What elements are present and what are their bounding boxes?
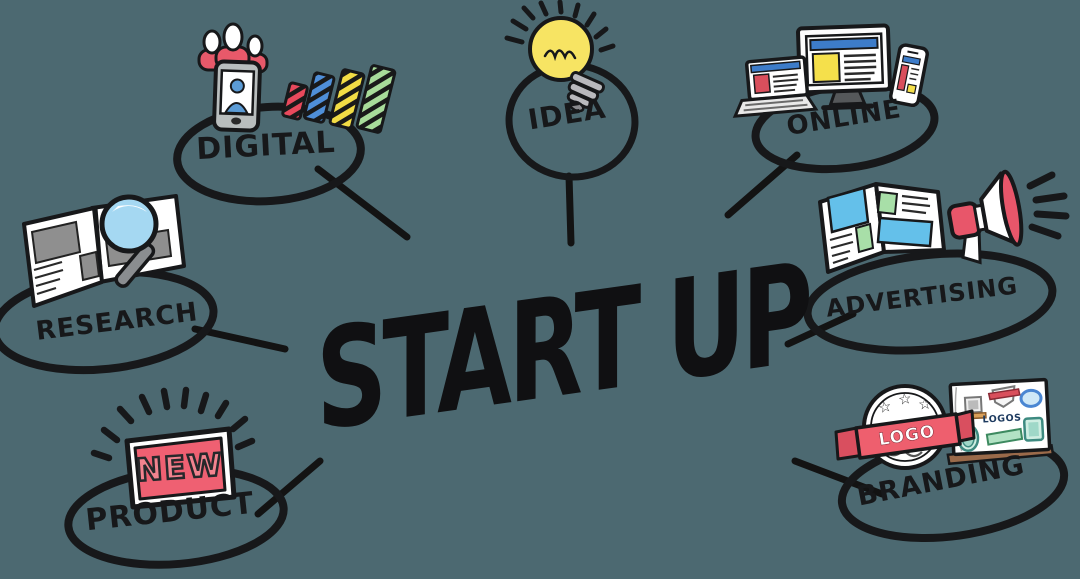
connector-idea bbox=[565, 172, 575, 247]
sound-waves bbox=[1026, 171, 1070, 240]
svg-text:☆: ☆ bbox=[918, 395, 933, 414]
megaphone-icon bbox=[947, 169, 1070, 265]
connector-research bbox=[191, 325, 289, 353]
svg-text:☆: ☆ bbox=[897, 389, 913, 409]
smartphone-icon bbox=[212, 59, 262, 133]
new-sign-text: NEW bbox=[134, 446, 226, 491]
logos-card-text: LOGOS bbox=[982, 412, 1022, 426]
svg-text:☆: ☆ bbox=[876, 397, 893, 417]
connector-digital bbox=[314, 165, 411, 241]
star-icons: ☆ ☆ ☆ bbox=[876, 389, 932, 417]
connector-branding bbox=[791, 457, 886, 498]
node-digital bbox=[173, 22, 397, 206]
node-advertising bbox=[803, 169, 1070, 355]
digital-ellipse bbox=[173, 102, 365, 206]
connector-product bbox=[254, 457, 324, 518]
node-branding: ☆ ☆ ☆ bbox=[834, 377, 1069, 543]
advertising-ellipse bbox=[803, 249, 1057, 355]
bar-chart-icon bbox=[281, 64, 397, 134]
bulb-base bbox=[566, 70, 606, 113]
monitor-icon bbox=[796, 23, 892, 111]
bulb-rays bbox=[504, 0, 616, 53]
ribbon-icon bbox=[834, 409, 976, 461]
node-online bbox=[732, 23, 939, 174]
node-product bbox=[64, 386, 288, 569]
laptop-icon bbox=[732, 55, 819, 118]
smartphone-icon bbox=[888, 43, 929, 108]
lightbulb-icon bbox=[504, 0, 616, 113]
node-research bbox=[0, 194, 218, 375]
home-button bbox=[231, 117, 242, 125]
logo-badge-icon: ☆ ☆ ☆ bbox=[834, 384, 976, 470]
rays-icon bbox=[90, 386, 256, 462]
node-idea bbox=[504, 0, 639, 181]
magnifier-icon bbox=[99, 194, 159, 288]
label-digital: DIGITAL bbox=[195, 124, 337, 168]
new-sign-icon bbox=[124, 426, 237, 510]
open-book-icon bbox=[818, 182, 946, 274]
